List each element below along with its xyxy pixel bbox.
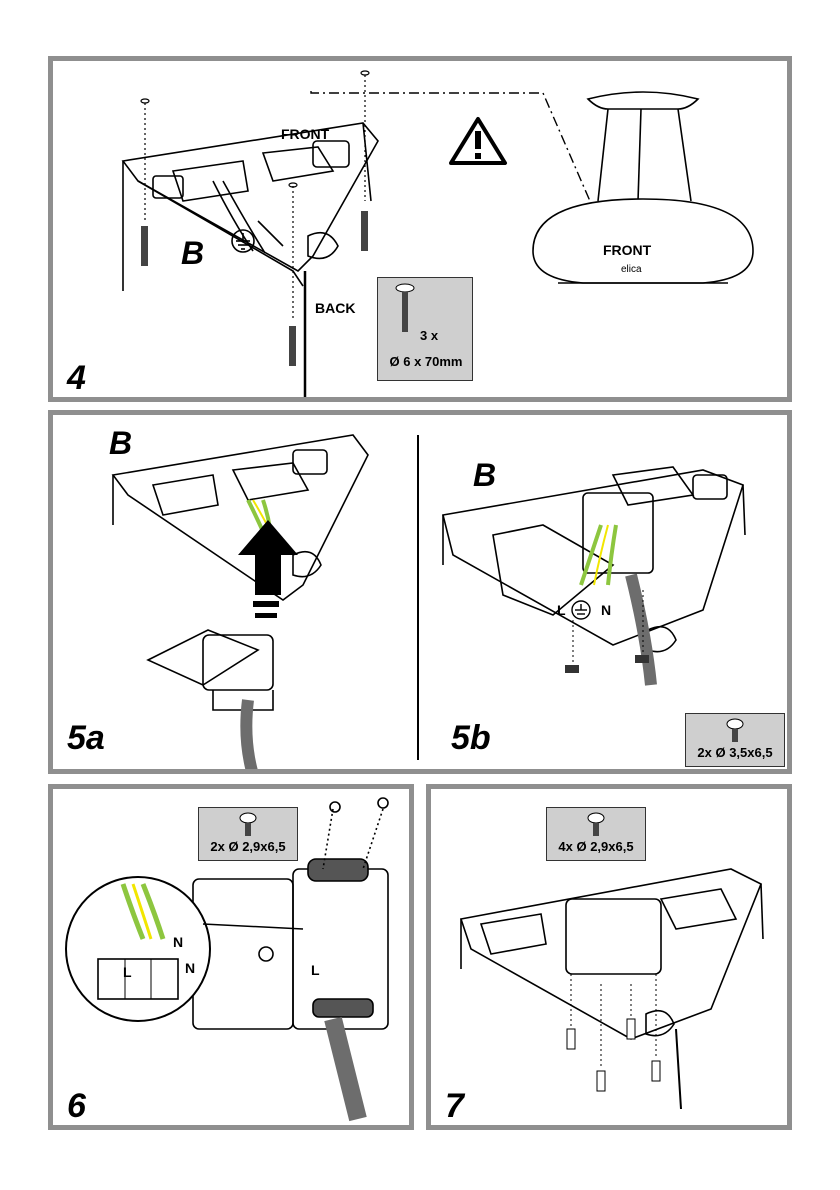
box-l-label: L — [311, 963, 320, 977]
screw-spec-box: 3 x Ø 6 x 70mm — [377, 277, 473, 381]
screw-spec-box: 4x Ø 2,9x6,5 — [546, 807, 646, 861]
screw-spec: 2x Ø 2,9x6,5 — [199, 839, 297, 854]
step-number: 4 — [67, 361, 86, 395]
bracket-label-b-5a: B — [109, 427, 132, 459]
screw-icon — [390, 282, 420, 336]
front-label: FRONT — [281, 127, 329, 141]
panel-step-4: B FRONT BACK FRONT elica 4 3 x Ø 6 x 70m… — [48, 56, 792, 402]
bracket-label-b: B — [181, 237, 204, 269]
terminal-n-label: N — [601, 603, 611, 617]
terminal-l-label: L — [557, 603, 566, 617]
screw-icon — [725, 717, 745, 743]
panel-step-5: B B L N 5a 5b 2x Ø 3,5x6,5 — [48, 410, 792, 774]
step-number-5b: 5b — [451, 721, 491, 755]
zoom-n-label: N — [185, 961, 195, 975]
hood-front-label: FRONT — [603, 243, 651, 257]
screw-spec: 4x Ø 2,9x6,5 — [547, 839, 645, 854]
bracket-label-b-5b: B — [473, 459, 496, 491]
terminal-block-illustration — [53, 415, 787, 769]
screw-spec: 2x Ø 3,5x6,5 — [686, 745, 784, 760]
panel-step-7: 7 4x Ø 2,9x6,5 — [426, 784, 792, 1130]
upward-arrow-icon — [238, 520, 298, 595]
screw-qty: 3 x — [420, 328, 438, 343]
zoom-l-label: L — [123, 965, 132, 979]
screw-icon — [238, 811, 258, 837]
panel-step-6: L N N L 6 2x Ø 2,9x6,5 — [48, 784, 414, 1130]
earth-symbol-icon — [232, 230, 254, 252]
screw-spec-box: 2x Ø 2,9x6,5 — [198, 807, 298, 861]
back-label: BACK — [315, 301, 355, 315]
hood-brand-label: elica — [621, 265, 642, 275]
screw-icon — [586, 811, 606, 837]
earth-symbol-icon — [572, 601, 590, 619]
screw-size: Ø 6 x 70mm — [382, 354, 470, 369]
screw-spec-box: 2x Ø 3,5x6,5 — [685, 713, 785, 767]
zoom-n-top-label: N — [173, 935, 183, 949]
step-number-5a: 5a — [67, 721, 105, 755]
warning-icon — [451, 119, 505, 163]
step-number: 6 — [67, 1089, 86, 1123]
step-number: 7 — [445, 1089, 464, 1123]
